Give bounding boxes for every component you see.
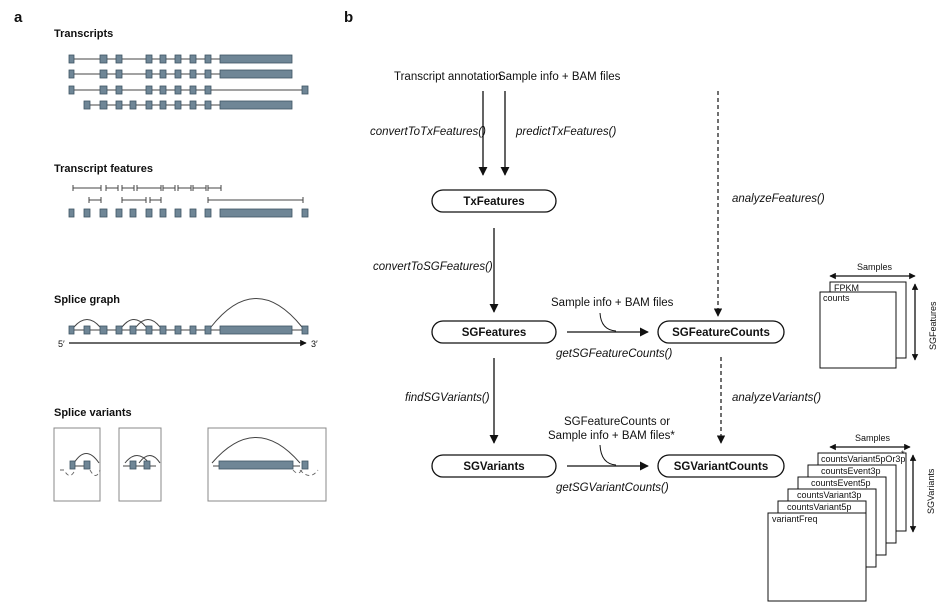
matrix2-layer-4: countsVariant5p: [787, 502, 851, 512]
fn-analyze-features: analyzeFeatures(): [732, 193, 825, 205]
fn-analyze-variants: analyzeVariants(): [732, 392, 821, 404]
five-prime-label: 5′: [58, 339, 65, 349]
splice-variants-title: Splice variants: [54, 407, 132, 419]
input-sample-info: Sample info + BAM files: [498, 71, 621, 83]
transcripts-group: [68, 54, 309, 110]
splice-graph-title: Splice graph: [54, 294, 120, 306]
matrix2-layer-1: countsEvent3p: [821, 466, 881, 476]
matrix2-layer-0: countsVariant5pOr3p: [821, 454, 905, 464]
node-featurecounts-label: SGFeatureCounts: [672, 327, 770, 339]
fn-get-sg-variant-counts: getSGVariantCounts(): [556, 482, 669, 494]
matrix2-layer-5: variantFreq: [772, 514, 818, 524]
fn-convert-to-sg-features: convertToSGFeatures(): [373, 261, 493, 273]
matrix1-layer-fpkm: FPKM: [834, 283, 859, 293]
transcript-features-title: Transcript features: [54, 163, 153, 175]
variant-input-line1: SGFeatureCounts or: [564, 416, 670, 428]
node-sgvariants-label: SGVariants: [463, 461, 524, 473]
panel-a-letter: a: [14, 9, 23, 26]
node-sgfeatures-label: SGFeatures: [462, 327, 527, 339]
transcripts-title: Transcripts: [54, 28, 113, 40]
fn-find-sg-variants: findSGVariants(): [405, 392, 490, 404]
splice-graph-group: [68, 298, 309, 347]
fn-get-sg-feature-counts: getSGFeatureCounts(): [556, 348, 673, 360]
feature-counts-matrix: Samples SGFeatures FPKM counts: [819, 262, 938, 369]
sample-info-bam-2: Sample info + BAM files: [551, 297, 674, 309]
node-featurecounts: [657, 320, 785, 344]
variant-input-line2: Sample info + BAM files*: [548, 430, 675, 442]
merge-curve-1: [599, 312, 617, 332]
splice-variants-group: [53, 427, 327, 502]
samples-label-1: Samples: [857, 262, 893, 272]
merge-curve-2: [599, 444, 617, 466]
panel-b-letter: b: [344, 9, 353, 26]
three-prime-label: 3′: [311, 339, 318, 349]
fn-convert-to-tx-features: convertToTxFeatures(): [370, 126, 486, 138]
node-variantcounts-label: SGVariantCounts: [674, 461, 769, 473]
node-txfeatures-label: TxFeatures: [463, 196, 524, 208]
rows-label-2: SGVariants: [926, 468, 936, 514]
node-txfeatures: [431, 189, 557, 213]
fn-predict-tx-features: predictTxFeatures(): [515, 126, 617, 138]
node-sgvariants: [431, 454, 557, 478]
rows-label-1: SGFeatures: [928, 301, 938, 350]
samples-label-2: Samples: [855, 433, 891, 443]
matrix2-layer-3: countsVariant3p: [797, 490, 861, 500]
variant-counts-matrix: Samples SGVariants countsVariant5pOr3p *…: [767, 433, 936, 602]
node-sgfeatures: [431, 320, 557, 344]
node-variantcounts: [657, 454, 785, 478]
matrix2-layer-2: countsEvent5p: [811, 478, 871, 488]
transcript-features-group: [68, 185, 309, 218]
matrix1-layer-counts: counts: [823, 293, 850, 303]
input-transcript-annotation: Transcript annotation: [394, 71, 502, 83]
matrix2-star: *: [901, 449, 905, 459]
